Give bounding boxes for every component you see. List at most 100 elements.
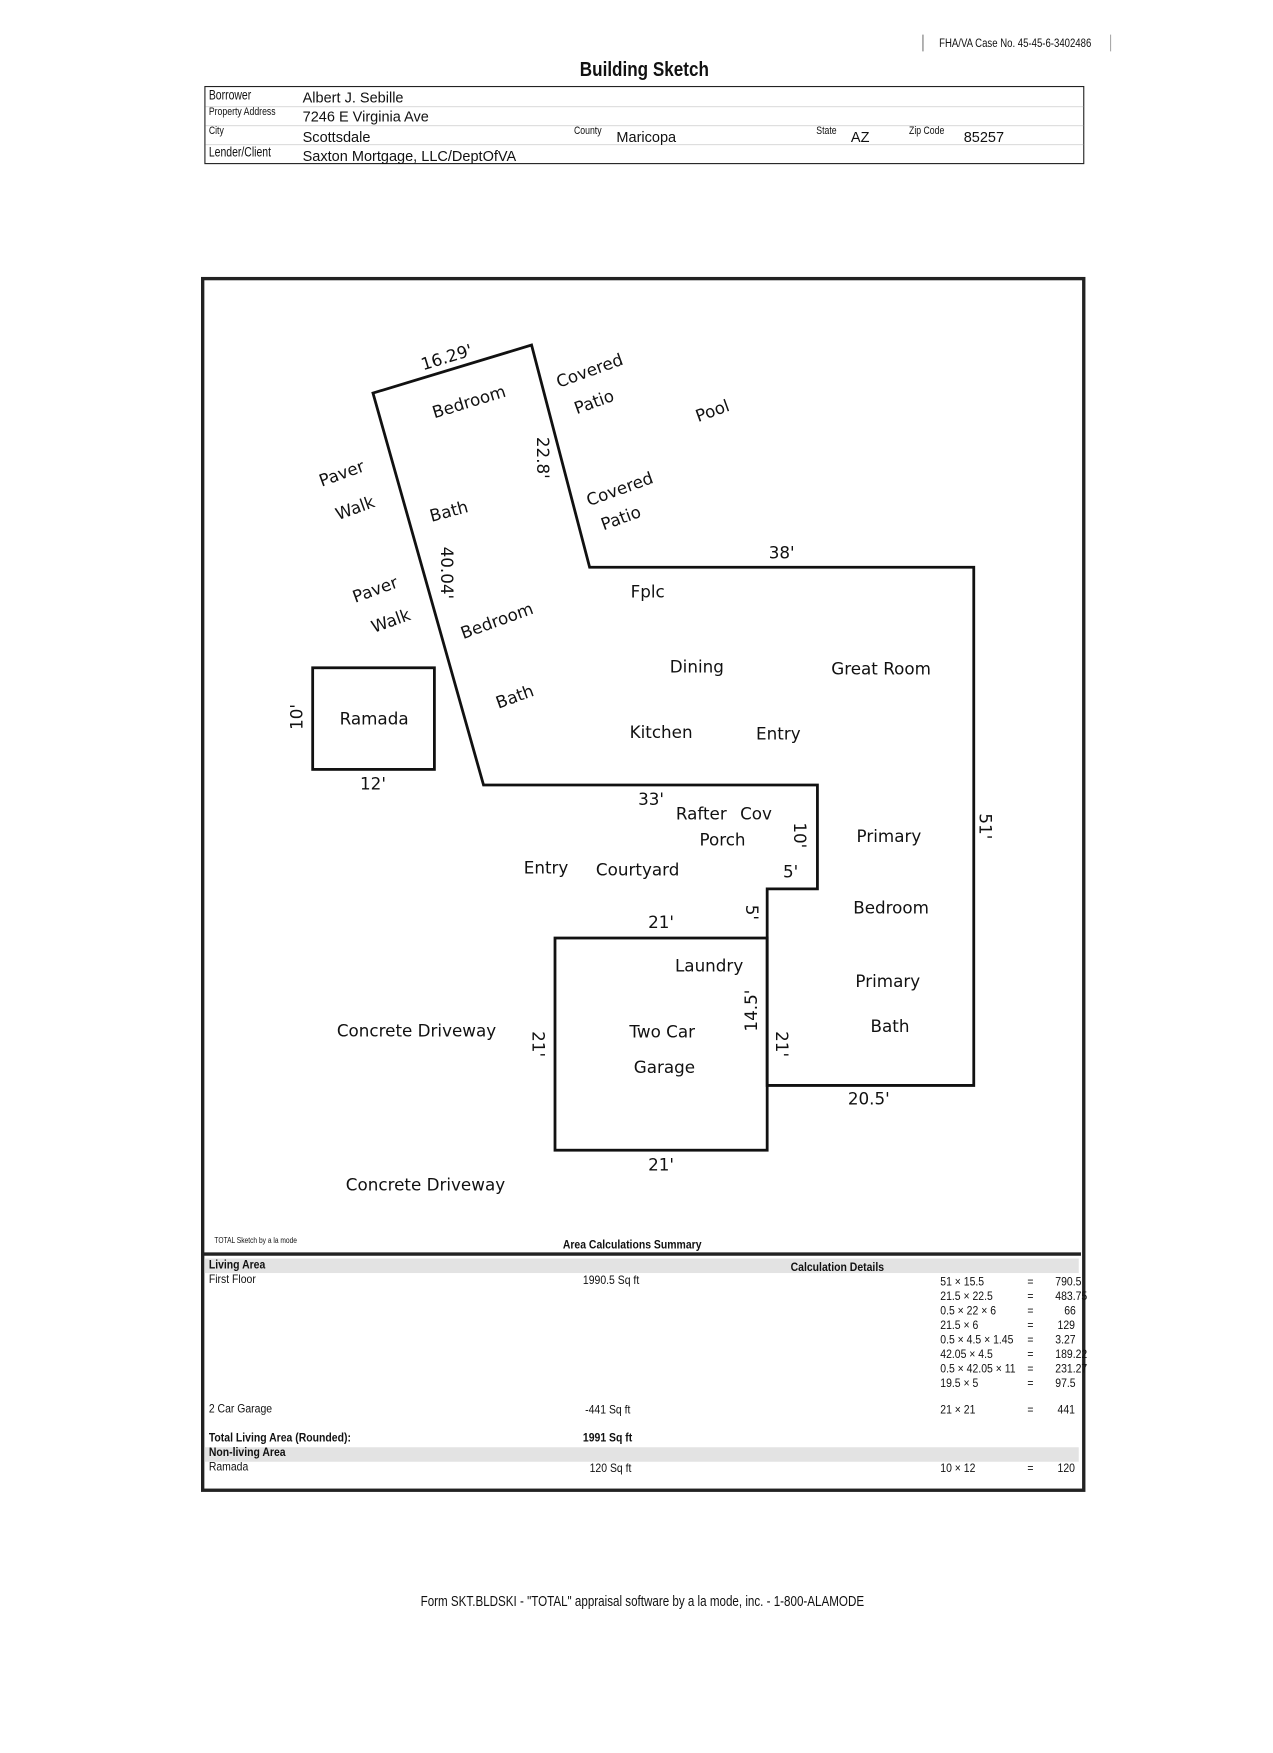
property-info-table: Borrower Albert J. Sebille Property Addr… [204, 85, 1085, 165]
sketch-label: Fplc [630, 581, 665, 602]
summary-title: Area Calculations Summary [562, 1238, 702, 1252]
ramada-calc-result: 120 [1057, 1461, 1075, 1476]
sketch-label: Bath [870, 1016, 910, 1037]
page-title: Building Sketch [525, 58, 764, 81]
calc-result: 231.27 [1055, 1362, 1088, 1376]
sketch-label: 14.5' [741, 989, 762, 1032]
calc-result: 129 [1057, 1318, 1075, 1333]
sketch-label: 20.5' [847, 1088, 890, 1109]
lender-row: Lender/Client Saxton Mortgage, LLC/DeptO… [205, 144, 1083, 165]
calc-result: 483.75 [1055, 1289, 1088, 1304]
calc-eq: = [1027, 1376, 1034, 1391]
city-label: City [208, 125, 224, 138]
calc-expr: 0.5 × 4.5 × 1.45 [940, 1333, 1014, 1347]
sketch-label: 33' [638, 789, 665, 810]
calc-result: 3.27 [1055, 1333, 1076, 1347]
sketch-label: 12' [360, 773, 386, 794]
sketch-label: Dining [669, 656, 724, 677]
calc-eq: = [1027, 1304, 1034, 1318]
sketch-label: Great Room [831, 658, 931, 679]
sketch-label: Rafter [675, 804, 727, 825]
sketch-label: Two Car [629, 1021, 695, 1042]
sketch-label: 10' [789, 822, 810, 849]
ramada-area: 120 Sq ft [589, 1461, 632, 1476]
calc-expr: 42.05 × 4.5 [940, 1347, 993, 1362]
case-number-text: FHA/VA Case No. 45-45-6-3402486 [939, 36, 1092, 51]
zip-label: Zip Code [908, 125, 945, 138]
sketch-label: 10' [286, 703, 308, 730]
sketch-label: 21' [528, 1031, 549, 1058]
city-value: Scottsdale [302, 128, 371, 146]
lender-value: Saxton Mortgage, LLC/DeptOfVA [302, 147, 517, 165]
calc-eq: = [1027, 1333, 1034, 1347]
sketch-label: Concrete Driveway [336, 1020, 497, 1041]
living-area-band [204, 1258, 1079, 1274]
state-value: AZ [850, 128, 870, 146]
sketch-label: 21' [648, 912, 675, 933]
city-row: City Scottsdale County Maricopa State AZ… [205, 125, 1084, 146]
sketch-label: 38' [768, 542, 795, 563]
address-label: Property Address [208, 106, 276, 119]
title-text: Building Sketch [579, 58, 709, 81]
county-value: Maricopa [616, 128, 677, 146]
sketch-label: Kitchen [629, 722, 693, 743]
garage-area: -441 Sq ft [585, 1403, 631, 1418]
total-living-area: 1991 Sq ft [582, 1431, 633, 1446]
garage-calc-expr: 21 × 21 [940, 1403, 976, 1418]
sketch-label: Cov [740, 804, 772, 825]
calc-result: 189.22 [1055, 1347, 1088, 1362]
sketch-label: Bedroom [853, 897, 930, 918]
state-label: State [816, 125, 837, 138]
garage-label: 2 Car Garage [208, 1402, 273, 1416]
living-area-heading: Living Area [208, 1258, 266, 1272]
address-row: Property Address 7246 E Virginia Ave [205, 106, 1084, 127]
sketch-label: 40.04' [436, 546, 457, 600]
borrower-value: Albert J. Sebille [302, 89, 404, 107]
sketch-label: Laundry [674, 955, 744, 976]
sketch-label: Courtyard [595, 859, 680, 880]
borrower-label: Borrower [208, 87, 252, 103]
footer-text: Form SKT.BLDSKI - "TOTAL" appraisal soft… [420, 1592, 864, 1610]
calc-eq: = [1027, 1347, 1034, 1362]
ramada-calc-eq: = [1027, 1461, 1034, 1476]
calc-result: 97.5 [1055, 1376, 1076, 1391]
calc-expr: 0.5 × 22 × 6 [940, 1304, 996, 1318]
non-living-band [204, 1447, 1079, 1462]
sketch-frame [201, 276, 1086, 1492]
calc-expr: 21.5 × 22.5 [940, 1289, 993, 1304]
first-floor-area: 1990.5 Sq ft [582, 1274, 640, 1288]
sketch-label: 51' [974, 813, 995, 840]
calc-eq: = [1027, 1362, 1034, 1376]
calc-details-heading: Calculation Details [790, 1260, 885, 1275]
sketch-label: 5' [741, 904, 762, 920]
form-footer: Form SKT.BLDSKI - "TOTAL" appraisal soft… [335, 1592, 949, 1609]
borrower-row: Borrower Albert J. Sebille [205, 87, 1084, 108]
case-number: FHA/VA Case No. 45-45-6-3402486 [922, 34, 1112, 52]
sketch-label: Primary [855, 971, 921, 992]
sketch-label: Garage [633, 1057, 696, 1078]
sketch-label: Entry [523, 857, 569, 878]
area-calculations-summary: TOTAL Sketch by a la mode Area Calculati… [201, 1237, 1088, 1488]
calc-result: 790.5 [1055, 1275, 1082, 1289]
zip-value: 85257 [963, 128, 1005, 146]
garage-calc-eq: = [1027, 1403, 1034, 1418]
sketch-label: Concrete Driveway [345, 1174, 506, 1195]
lender-label: Lender/Client [208, 144, 272, 160]
sketch-label: 5' [782, 862, 799, 883]
ramada-label: Ramada [208, 1460, 249, 1475]
garage-outline [553, 936, 769, 1152]
sketch-label: 21' [771, 1031, 792, 1058]
calc-eq: = [1027, 1275, 1034, 1289]
ramada-outline [311, 666, 436, 771]
calc-expr: 51 × 15.5 [940, 1275, 985, 1289]
software-credit: TOTAL Sketch by a la mode [214, 1237, 298, 1246]
address-value: 7246 E Virginia Ave [302, 108, 429, 126]
calc-expr: 19.5 × 5 [940, 1376, 979, 1391]
sketch-label: Ramada [339, 709, 409, 730]
sketch-label: 22.8' [532, 436, 553, 479]
calc-expr: 0.5 × 42.05 × 11 [940, 1362, 1016, 1376]
sketch-label: Entry [756, 723, 801, 744]
county-label: County [573, 125, 602, 138]
calc-eq: = [1027, 1318, 1034, 1333]
